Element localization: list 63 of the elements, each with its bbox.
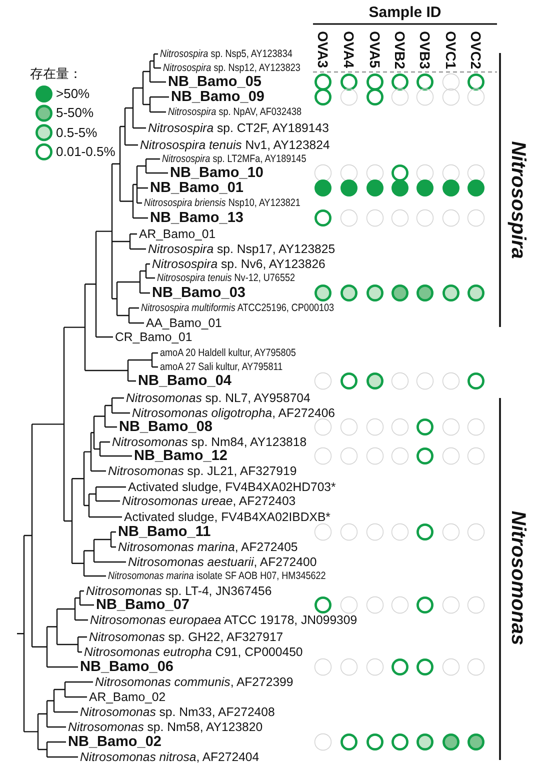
taxon-label: Nitrosospira sp. Nsp5, AY123834 — [160, 48, 292, 60]
sequence-label: NB_Bamo_09 — [171, 88, 264, 106]
taxon-label: AR_Bamo_02 — [89, 690, 166, 704]
taxon-label: Nitrosomonas sp. Nm84, AY123818 — [112, 434, 307, 448]
taxon-label: Nitrosospira sp. Nsp17, AY123825 — [148, 242, 336, 256]
taxon-label: Nitrosomonas oligotropha, AF272406 — [132, 406, 336, 420]
sequence-label: NB_Bamo_10 — [170, 164, 264, 182]
column-label: OVC1 — [443, 31, 459, 70]
taxon-label: Nitrosomonas sp. GH22, AF327917 — [89, 630, 284, 644]
taxon-label: Nitrosomonas sp. JL21, AF327919 — [108, 464, 297, 478]
sequence-label: NB_Bamo_01 — [150, 180, 244, 196]
taxon-label: Nitrosospira tenuis Nv1, AY123824 — [140, 138, 330, 152]
taxon-label: Nitrosomonas sp. NL7, AY958704 — [126, 390, 310, 406]
taxon-label: Nitrosomonas communis, AF272399 — [95, 674, 294, 690]
taxon-label: Nitrosomonas aestuarii, AF272400 — [128, 554, 317, 570]
sequence-label: NB_Bamo_04 — [138, 372, 232, 390]
taxon-label: Nitrosomonas sp. Nm33, AF272408 — [80, 704, 275, 720]
taxon-label: Nitrosomonas marina, AF272405 — [118, 540, 298, 554]
taxon-label: CR_Bamo_01 — [115, 330, 192, 344]
taxon-label: Nitrosomonas eutropha C91, CP000450 — [84, 644, 303, 660]
taxon-label: Nitrosomonas sp. Nm58, AY123820 — [68, 720, 263, 734]
sequence-label: NB_Bamo_07 — [96, 596, 190, 614]
taxon-label: Nitrosomonas sp. LT-4, JN367456 — [86, 584, 272, 598]
clade-label: Nitrosomonas — [506, 510, 530, 646]
header-label: Sample ID — [368, 4, 442, 22]
column-label: OVC2 — [468, 31, 484, 70]
taxon-label: AA_Bamo_01 — [146, 316, 222, 330]
taxon-label: Nitrosospira sp. NpAV, AF032438 — [168, 106, 302, 118]
taxon-label: Nitrosomonas ureae, AF272403 — [122, 494, 296, 508]
taxon-label: Activated sludge, FV4B4XA02HD703* — [128, 480, 336, 494]
taxon-label: Nitrosospira sp. LT2MFa, AY189145 — [162, 152, 306, 166]
taxon-label: Nitrosospira briensis Nsp10, AY123821 — [144, 196, 300, 210]
sequence-label: NB_Bamo_06 — [80, 658, 174, 676]
taxon-label: Nitrosomonas europaea ATCC 19178, JN099309 — [90, 612, 358, 628]
clade-label: Nitrosospira — [506, 141, 530, 259]
legend-label: 0.01-0.5% — [56, 144, 116, 160]
legend-title: 存在量： — [30, 66, 82, 82]
column-label: OVB3 — [417, 31, 433, 70]
taxon-label: amoA 27 Sali kultur, AY795811 — [160, 360, 283, 374]
column-label: OVA4 — [341, 31, 357, 68]
column-label: OVB2 — [392, 31, 408, 70]
sequence-label: NB_Bamo_03 — [152, 284, 246, 302]
taxon-label: Nitrosomonas marina isolate SF AOB H07, HM345622 — [108, 570, 326, 582]
legend-label: 5-50% — [56, 105, 94, 122]
sequence-label: NB_Bamo_02 — [68, 734, 162, 750]
taxon-label: Nitrosospira sp. CT2F, AY189143 — [148, 120, 329, 136]
taxon-label: Nitrosospira sp. Nsp12, AY123823 — [163, 62, 300, 74]
legend-label: >50% — [56, 86, 90, 102]
sequence-label: NB_Bamo_12 — [134, 448, 228, 464]
taxon-label: AR_Bamo_01 — [139, 226, 216, 242]
column-label: OVA5 — [367, 31, 383, 68]
taxon-label: Nitrosospira tenuis Nv-12, U76552 — [157, 272, 296, 284]
legend-label: 0.5-5% — [56, 124, 98, 141]
column-label: OVA3 — [315, 31, 331, 68]
taxon-label: Activated sludge, FV4B4XA02IBDXB* — [124, 510, 330, 524]
sequence-label: NB_Bamo_11 — [118, 524, 211, 540]
taxon-label: amoA 20 Haldell kultur, AY795805 — [160, 346, 296, 360]
taxon-label: Nitrosospira sp. Nv6, AY123826 — [152, 256, 326, 272]
taxon-label: Nitrosospira multiformis ATCC25196, CP000103 — [141, 302, 334, 314]
sequence-label: NB_Bamo_05 — [168, 74, 262, 90]
taxon-label: Nitrosomonas nitrosa, AF272404 — [80, 750, 260, 764]
sequence-label: NB_Bamo_08 — [119, 418, 212, 436]
sequence-label: NB_Bamo_13 — [150, 210, 244, 226]
